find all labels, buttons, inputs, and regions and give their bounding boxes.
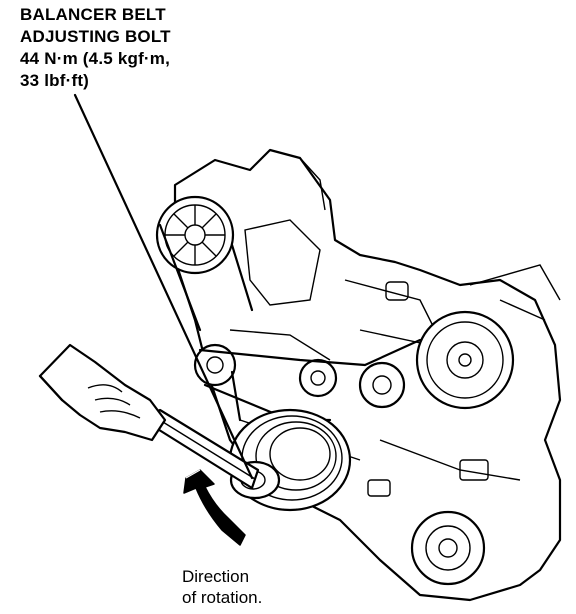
idler-pulley-center: [298, 358, 338, 398]
timing-belt: [158, 223, 254, 332]
rotation-label-line-1: Direction: [182, 567, 250, 586]
rotation-direction-label: Direction of rotation.: [182, 566, 262, 608]
hand: [38, 343, 167, 442]
callout-leader-line: [73, 93, 254, 480]
balancer-pulley: [155, 195, 235, 275]
rotation-arrow-icon: [183, 469, 246, 546]
lower-pulley: [410, 510, 486, 586]
callout-line-3: 44 N·m (4.5 kgf·m,: [20, 49, 171, 68]
callout-line-4: 33 lbf·ft): [20, 71, 90, 90]
power-steering-pulley: [415, 310, 515, 410]
balancer-belt-bolt-callout: BALANCER BELT ADJUSTING BOLT 44 N·m (4.5…: [20, 4, 171, 92]
crankshaft-pulley: [228, 408, 352, 512]
callout-line-1: BALANCER BELT: [20, 5, 166, 24]
callout-line-2: ADJUSTING BOLT: [20, 27, 171, 46]
tensioner-pulley: [358, 361, 406, 409]
rotation-label-line-2: of rotation.: [182, 588, 263, 607]
